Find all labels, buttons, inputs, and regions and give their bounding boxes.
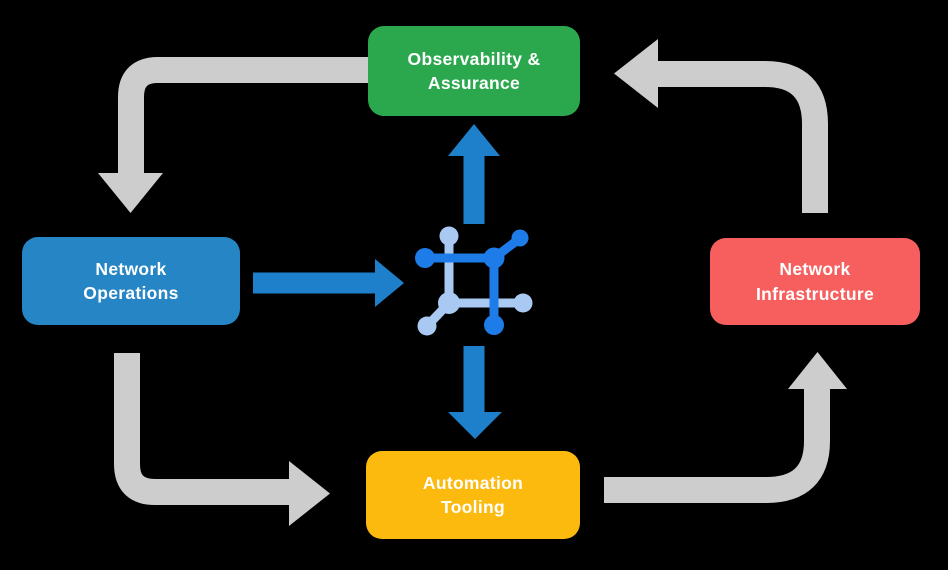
arrow-observability-to-operations (98, 57, 368, 213)
node-label-line: Tooling (441, 497, 505, 517)
node-network-operations: Network Operations (22, 237, 240, 325)
arrow-center-to-observability (448, 124, 500, 224)
arrow-operations-to-center (253, 259, 404, 307)
arrow-center-to-automation (448, 346, 502, 439)
node-label-line: Operations (83, 283, 179, 303)
node-network-infrastructure: Network Infrastructure (710, 238, 920, 325)
node-label-line: Network (95, 258, 167, 279)
arrow-operations-to-automation (114, 353, 330, 526)
network-mesh-icon-dark-layer (415, 229, 529, 335)
arrow-automation-to-infrastructure (604, 352, 847, 503)
network-mesh-icon-light-layer (417, 226, 533, 336)
node-label-line: Assurance (427, 73, 521, 93)
arrow-infrastructure-to-observability (614, 39, 828, 213)
node-label-line: Automation (422, 472, 524, 493)
node-label-line: Network (779, 259, 851, 280)
node-observability-assurance: Observability & Assurance (368, 26, 580, 116)
network-mesh-icon (415, 226, 533, 336)
node-label-line: Infrastructure (756, 283, 874, 304)
node-automation-tooling: Automation Tooling (366, 451, 580, 539)
node-label-line: Observability & (407, 48, 541, 69)
